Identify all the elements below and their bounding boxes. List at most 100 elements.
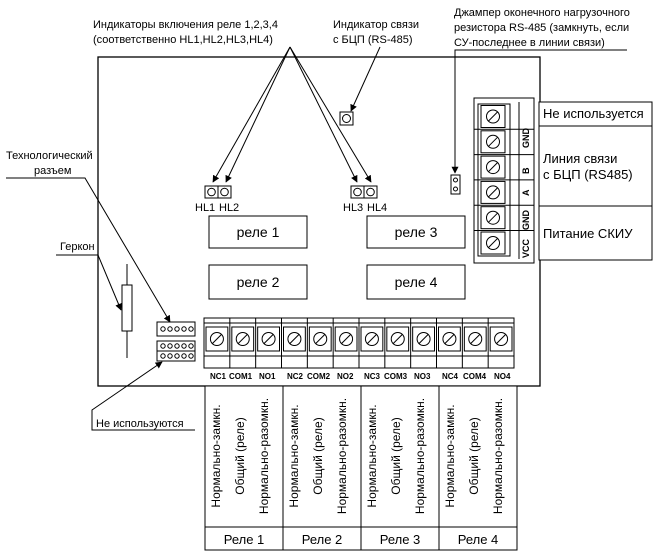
link-label-box bbox=[538, 125, 653, 207]
relay-group-2: Нормально-замкн. Общий (реле) Нормально-ра… bbox=[282, 385, 362, 551]
relay-group-label: Реле 3 bbox=[380, 532, 421, 547]
unused-pin-label-box bbox=[538, 101, 653, 127]
relay-group-label: Реле 2 bbox=[302, 532, 343, 547]
pin-label-no3: NO3 bbox=[414, 372, 431, 381]
rs485-terminal-screw bbox=[486, 185, 500, 200]
power-label: Питание СКИУ bbox=[543, 226, 633, 241]
relay-1-label: реле 1 bbox=[237, 224, 280, 240]
nc-label: Нормально-замкн. bbox=[287, 404, 301, 507]
relay-group-label: Реле 4 bbox=[458, 532, 499, 547]
relay-terminal-screw bbox=[416, 332, 431, 346]
link-indicator-caption-1: Индикатор связи bbox=[333, 19, 419, 31]
pin-label-com4: COM4 bbox=[463, 372, 487, 381]
unused-pin-label: Не используется bbox=[543, 106, 644, 121]
relay-indicators-caption-2: (соответственно HL1,HL2,HL3,HL4) bbox=[93, 34, 273, 46]
rs485-terminal-screw bbox=[486, 134, 500, 149]
pin-label-no1: NO1 bbox=[259, 372, 276, 381]
tech-connector-caption-2: разъем bbox=[34, 165, 71, 177]
link-label-2: с БЦП (RS485) bbox=[543, 167, 633, 182]
relay-group-3: Нормально-замкн. Общий (реле) Нормально-ра… bbox=[360, 385, 440, 551]
reed-switch bbox=[121, 264, 133, 358]
relay-terminal-screw bbox=[287, 332, 302, 346]
led-label-hl1: HL1 bbox=[195, 202, 215, 214]
led-label-hl4: HL4 bbox=[367, 202, 387, 214]
relay-3-box bbox=[366, 215, 466, 249]
relay-terminal-screw bbox=[313, 332, 328, 346]
relay-terminal-screw bbox=[364, 332, 379, 346]
pin-label-no2: NO2 bbox=[337, 372, 354, 381]
link-indicator-leader bbox=[350, 46, 381, 112]
unused-leader bbox=[91, 361, 195, 431]
pin-label-nc2: NC2 bbox=[287, 372, 304, 381]
link-label-1: Линия связи bbox=[543, 151, 617, 166]
bottom-pin-labels: NC1 COM1 NO1 NC2 COM2 NO2 NC3 COM3 NO3 N… bbox=[210, 372, 511, 381]
unused-connector bbox=[156, 340, 196, 362]
no-label: Нормально-разомкн. bbox=[257, 398, 271, 514]
relay-terminal-screw bbox=[209, 332, 224, 346]
pin-label-b: B bbox=[521, 167, 531, 174]
power-label-box bbox=[538, 205, 653, 261]
pin-label-com3: COM3 bbox=[384, 372, 408, 381]
relay-contact-table: Нормально-замкн. Общий (реле) Нормально-ра… bbox=[204, 385, 518, 551]
relay-group-1: Нормально-замкн. Общий (реле) Нормально-ра… bbox=[204, 385, 284, 551]
no-label: Нормально-разомкн. bbox=[335, 398, 349, 514]
relay-indicators-caption-1: Индикаторы включения реле 1,2,3,4 bbox=[93, 19, 278, 31]
relay-2-box bbox=[208, 264, 308, 300]
com-label: Общий (реле) bbox=[311, 417, 325, 494]
relay-group-4: Нормально-замкн. Общий (реле) Нормально-ра… bbox=[438, 385, 518, 551]
relay-1-box bbox=[208, 215, 308, 249]
pin-label-nc3: NC3 bbox=[364, 372, 381, 381]
link-indicator-led bbox=[339, 111, 354, 126]
jumper-leader bbox=[451, 49, 627, 174]
led-label-hl2: HL2 bbox=[219, 202, 239, 214]
com-label: Общий (реле) bbox=[389, 417, 403, 494]
relay-4-box bbox=[366, 264, 466, 300]
relay-3-label: реле 3 bbox=[395, 224, 438, 240]
pin-label-gnd-top: GND bbox=[521, 128, 531, 149]
com-label: Общий (реле) bbox=[467, 417, 481, 494]
unused-caption: Не используются bbox=[96, 418, 184, 430]
pin-label-nc1: NC1 bbox=[210, 372, 227, 381]
pin-label-com1: COM1 bbox=[229, 372, 253, 381]
rs485-power-terminal-block bbox=[473, 97, 535, 264]
tech-connector bbox=[156, 321, 196, 337]
relay-terminal-screw bbox=[261, 332, 276, 346]
rs485-terminal-screw bbox=[486, 236, 500, 250]
relay-4-label: реле 4 bbox=[395, 274, 438, 290]
rs485-terminal-screw bbox=[486, 109, 500, 124]
relay-group-label: Реле 1 bbox=[224, 532, 265, 547]
pin-label-com2: COM2 bbox=[307, 372, 331, 381]
tech-connector-caption-1: Технологический bbox=[6, 150, 93, 162]
jumper-caption-2: резистора RS-485 (замкнуть, если bbox=[454, 22, 629, 34]
led-label-hl3: HL3 bbox=[343, 202, 363, 214]
no-label: Нормально-разомкн. bbox=[413, 398, 427, 514]
relay-terminal-screw bbox=[390, 332, 405, 346]
relay-terminal-screw bbox=[339, 332, 354, 346]
tech-connector-leader bbox=[6, 177, 171, 323]
rs485-terminal-screw bbox=[486, 210, 500, 225]
led-hl1-hl2 bbox=[204, 185, 232, 199]
termination-jumper bbox=[450, 174, 461, 195]
com-label: Общий (реле) bbox=[233, 417, 247, 494]
reed-switch-caption: Геркон bbox=[60, 241, 95, 253]
relay-2-label: реле 2 bbox=[237, 274, 280, 290]
pin-label-no4: NO4 bbox=[494, 372, 511, 381]
nc-label: Нормально-замкн. bbox=[209, 404, 223, 507]
rs485-terminal-screw bbox=[486, 160, 500, 175]
relay-terminal-screw bbox=[442, 332, 457, 346]
relay-terminal-screw bbox=[468, 332, 483, 346]
jumper-caption-1: Джампер оконечного нагрузочного bbox=[454, 7, 630, 19]
relay-terminal-screw bbox=[235, 332, 250, 346]
nc-label: Нормально-замкн. bbox=[443, 404, 457, 507]
no-label: Нормально-разомкн. bbox=[491, 398, 505, 514]
relay-indicator-leaders bbox=[212, 46, 372, 183]
nc-label: Нормально-замкн. bbox=[365, 404, 379, 507]
jumper-caption-3: СУ-последнее в линии связи) bbox=[454, 37, 605, 49]
pin-label-nc4: NC4 bbox=[442, 372, 459, 381]
pin-label-a: A bbox=[521, 189, 531, 196]
led-hl3-hl4 bbox=[350, 185, 378, 199]
relay-output-terminal-block bbox=[203, 317, 515, 369]
reed-switch-leader bbox=[56, 254, 122, 311]
